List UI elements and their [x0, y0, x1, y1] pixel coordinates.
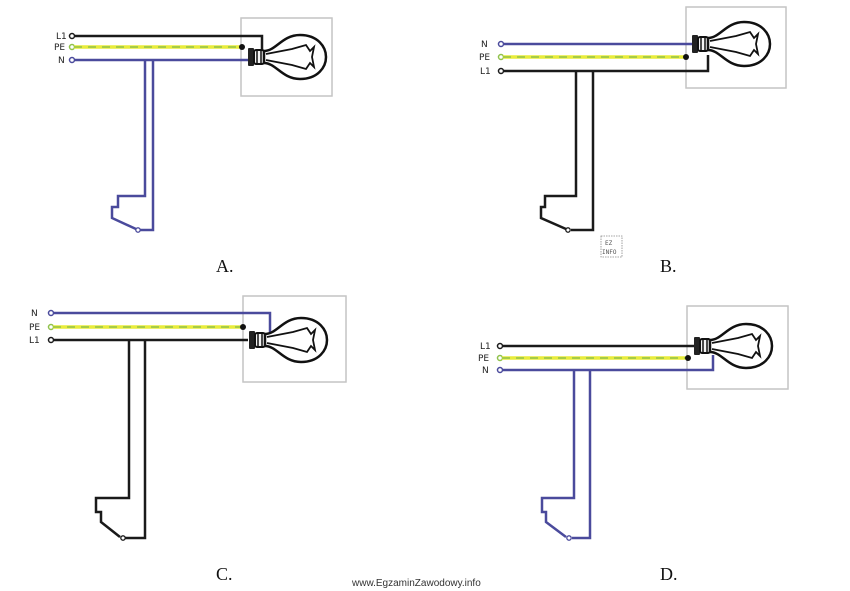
- svg-text:INFO: INFO: [602, 249, 617, 256]
- wire-l1: [74, 34, 264, 52]
- terminal-pe: [497, 53, 505, 61]
- option-label-b: B.: [660, 256, 677, 276]
- wire-n: [53, 311, 272, 332]
- wire-label-pe: PE: [54, 43, 65, 53]
- switch-contact: [566, 535, 572, 541]
- wire-label-l1: L1: [480, 67, 491, 77]
- switch-loop-n: [540, 370, 576, 538]
- lamp-box: [240, 17, 333, 97]
- terminal-pe: [496, 354, 504, 362]
- wire-label-l1: L1: [56, 32, 67, 42]
- terminal-pe: [47, 323, 55, 331]
- pe-junction: [240, 324, 246, 330]
- terminal-l1: [496, 342, 504, 350]
- wire-label-pe: PE: [29, 323, 40, 333]
- switch-contact: [120, 535, 126, 541]
- svg-text:EZ: EZ: [605, 240, 613, 247]
- wire-n: [502, 355, 715, 372]
- diagram-d: L1 PE N D.: [478, 305, 789, 584]
- wire-label-l1: L1: [480, 342, 491, 352]
- switch-contact: [135, 227, 141, 233]
- terminal-n: [47, 309, 55, 317]
- terminal-pe: [68, 43, 76, 51]
- lamp-box: [686, 305, 789, 390]
- wire-label-n: N: [31, 309, 38, 319]
- terminal-l1: [497, 67, 505, 75]
- wire-label-pe: PE: [479, 53, 490, 63]
- terminal-l1: [47, 336, 55, 344]
- wire-label-l1: L1: [29, 336, 40, 346]
- terminal-n: [496, 366, 504, 374]
- wire-label-n: N: [481, 40, 488, 50]
- option-label-a: A.: [216, 256, 234, 276]
- lamp-box: [685, 6, 787, 89]
- switch-loop-l1: [539, 71, 578, 231]
- option-label-c: C.: [216, 564, 233, 584]
- watermark: www.EgzaminZawodowy.info: [351, 578, 481, 589]
- wire-l1: [503, 55, 710, 73]
- wire-l1: [502, 338, 710, 348]
- terminal-n: [497, 40, 505, 48]
- diagram-b: N PE L1 B.: [479, 6, 787, 276]
- diagram-a: L1 PE N A.: [54, 17, 333, 276]
- pe-junction: [685, 355, 691, 361]
- wire-label-n: N: [482, 366, 489, 376]
- pe-junction: [239, 44, 245, 50]
- diagram-c: N PE L1 C.: [29, 295, 347, 584]
- wire-label-n: N: [58, 56, 65, 66]
- switch-contact: [565, 227, 571, 233]
- pe-junction: [683, 54, 689, 60]
- ezinfo-logo: EZ INFO: [600, 235, 623, 258]
- terminal-l1: [68, 32, 76, 40]
- terminal-n: [68, 56, 76, 64]
- switch-loop-l1: [94, 340, 131, 538]
- option-label-d: D.: [660, 564, 678, 584]
- wire-label-pe: PE: [478, 354, 489, 364]
- switch-loop-n: [110, 60, 147, 231]
